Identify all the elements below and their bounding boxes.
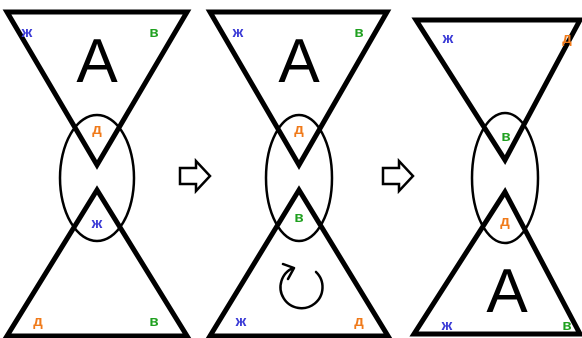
counterclockwise-rotation-icon [279,262,324,310]
panel-1-top-left-label: ж [21,24,33,41]
panel-3-top-bottom-label: в [501,128,510,145]
panel-1-bottom-right-label: в [149,313,158,330]
panel-1-top-center-letter: А [76,27,118,96]
panel-1-ellipse [58,113,136,243]
panel-3-bottom-top-label: д [500,213,510,230]
right-outline-arrow-icon [381,157,415,195]
panel-1: ж в д А ж д в [2,9,192,338]
panel-3-bottom-left-label: ж [441,317,453,334]
panel-2-bottom-right-label: д [354,313,364,330]
panel-1-bottom-triangle [2,185,192,338]
panel-3-top-right-label: д [562,30,572,47]
panel-2-top-center-letter: А [278,27,320,96]
panel-3-top-triangle [411,17,582,165]
panel-3-ellipse [470,111,540,245]
panel-2-top-triangle [205,9,392,170]
panel-2: ж в д А в ж д [205,9,393,338]
arrow-1 [178,157,212,195]
panel-3-bottom-triangle [409,187,582,337]
panel-3-top-left-label: ж [442,30,454,47]
panel-2-top-right-label: в [354,24,363,41]
arrow-2 [381,157,415,195]
right-outline-arrow-icon [178,157,212,195]
panel-1-bottom-top-label: ж [91,215,103,232]
panel-3-bottom-right-label: в [562,317,571,334]
panel-2-ellipse [264,113,334,243]
panel-1-top-right-label: в [149,24,158,41]
panel-1-top-triangle [2,9,192,170]
panel-3-bottom-center-letter: А [486,257,528,326]
panel-1-top-bottom-label: д [92,121,102,138]
panel-2-bottom-triangle [205,185,393,338]
panel-2-top-bottom-label: д [294,121,304,138]
panel-1-bottom-left-label: д [33,313,43,330]
panel-2-bottom-top-label: в [294,209,303,226]
panel-2-top-left-label: ж [232,24,244,41]
panel-2-bottom-left-label: ж [235,313,247,330]
panel-3: ж д в д А ж в [409,17,582,337]
